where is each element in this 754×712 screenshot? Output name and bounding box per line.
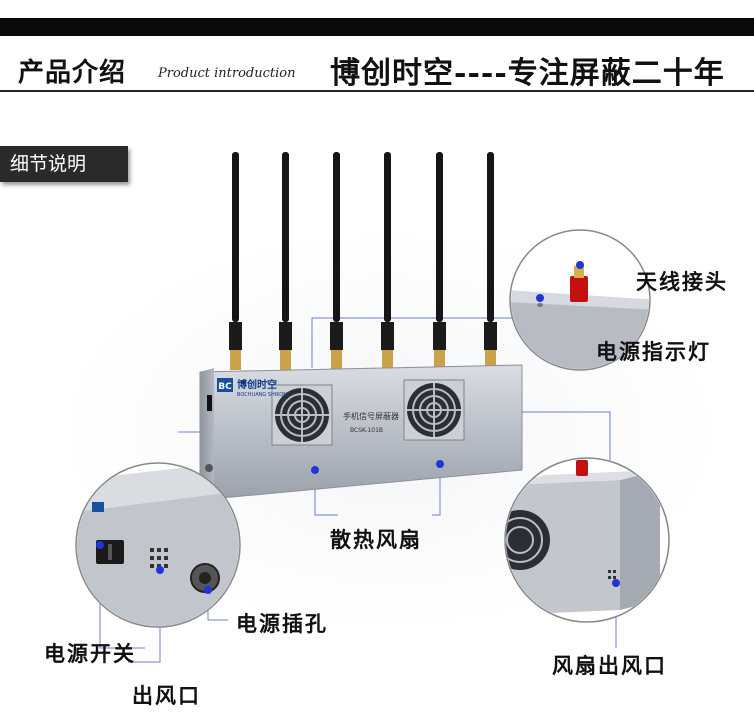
red-connector-icon	[570, 276, 588, 302]
marker-fan-right	[436, 460, 444, 468]
label-antenna-connector: 天线接头	[636, 269, 728, 294]
marker-air-outlet	[156, 566, 164, 574]
box-model-text: BCSK-101B	[350, 427, 383, 434]
antenna-4-icon	[381, 152, 394, 370]
box-brand-text: 博创时空	[237, 378, 277, 391]
marker-antenna-connector	[576, 261, 584, 269]
box-brand-en-text: BOCHUANG SHIKONG	[237, 392, 291, 398]
box-product-name: 手机信号屏蔽器	[343, 411, 399, 421]
antenna-6-icon	[484, 152, 497, 370]
label-power-socket: 电源插孔	[236, 611, 328, 636]
label-power-indicator: 电源指示灯	[596, 339, 711, 364]
marker-power-switch	[96, 541, 104, 549]
antenna-3-icon	[330, 152, 343, 370]
label-power-switch: 电源开关	[44, 641, 136, 666]
marker-fan-left	[311, 466, 319, 474]
inset-antenna-connector	[509, 229, 651, 371]
box-socket-icon	[205, 464, 213, 472]
marker-fan-air-outlet	[612, 579, 620, 587]
header-slogan: 博创时空----专注屏蔽二十年	[330, 56, 725, 91]
marker-power-indicator	[536, 294, 544, 302]
antennas	[229, 152, 497, 370]
header-subtitle: Product introduction	[158, 66, 296, 81]
antenna-5-icon	[433, 152, 446, 370]
antenna-2-icon	[279, 152, 292, 370]
label-air-outlet: 出风口	[132, 683, 201, 708]
svg-text:BC: BC	[218, 382, 232, 392]
label-fan-air-outlet: 风扇出风口	[552, 653, 667, 678]
inset-side-panel	[75, 462, 241, 628]
label-cooling-fan: 散热风扇	[330, 527, 422, 552]
box-switch-icon	[207, 395, 212, 411]
top-bar	[0, 18, 754, 36]
fan-right-icon	[403, 379, 465, 441]
marker-power-socket	[204, 586, 212, 594]
section-tag: 细节说明	[0, 146, 128, 182]
inset-fan-outlet	[504, 457, 670, 623]
antenna-1-icon	[229, 152, 242, 370]
vent-grid-icon	[150, 548, 168, 568]
header-title: 产品介绍	[18, 58, 127, 88]
fan-left-icon	[271, 384, 333, 446]
header-divider	[0, 90, 754, 92]
brand-logo-icon: BC	[217, 378, 233, 392]
